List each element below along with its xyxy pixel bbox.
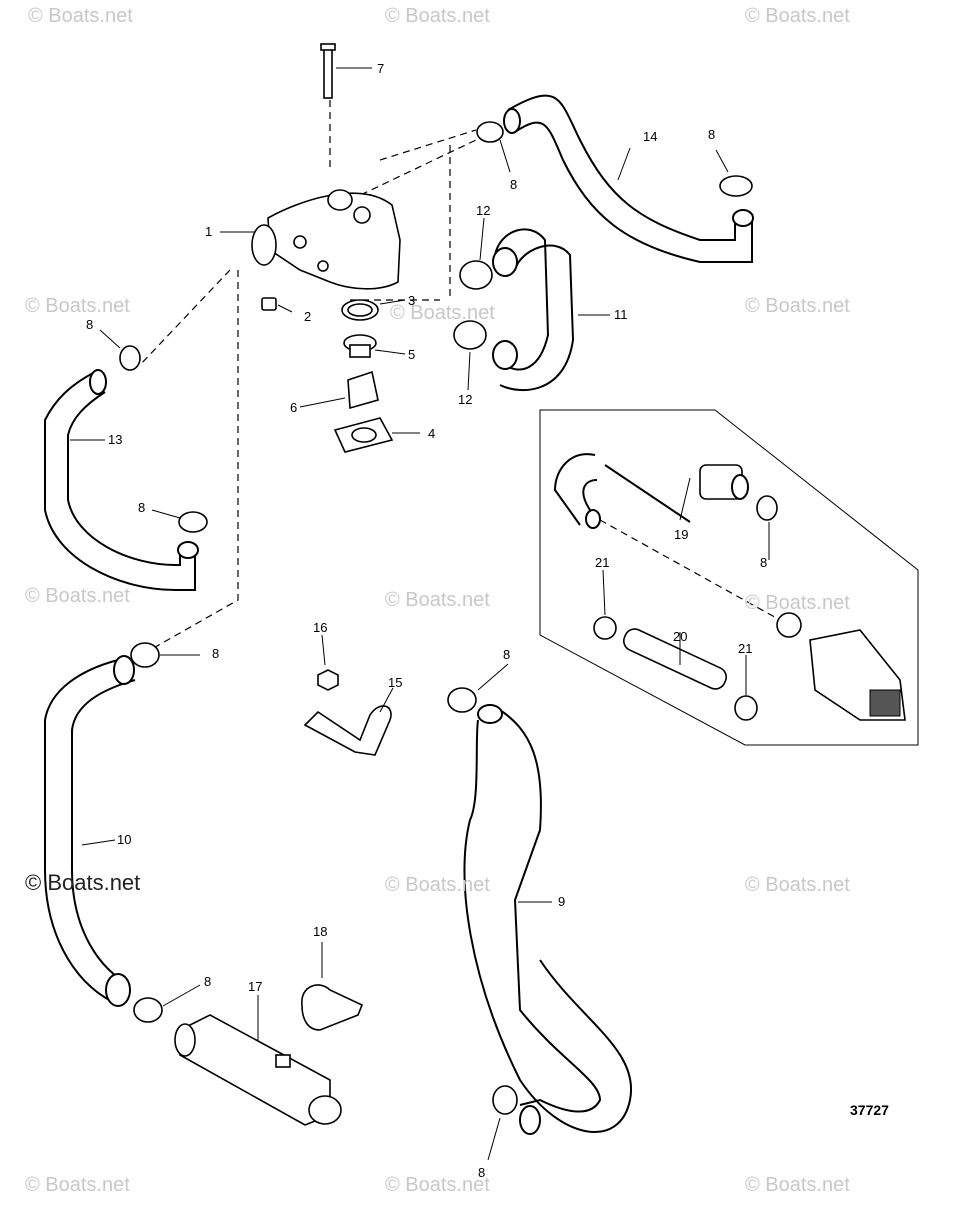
watermark: © Boats.net: [745, 592, 850, 614]
watermark: © Boats.net: [25, 1174, 130, 1196]
gasket-4: [333, 417, 420, 453]
callout-16: 16: [313, 620, 328, 635]
clamps: [119, 121, 802, 1115]
heat-exchanger-17: [174, 995, 342, 1126]
callout-11: 11: [614, 307, 628, 322]
watermark: © Boats.net: [25, 585, 130, 607]
callout-15: 15: [388, 675, 403, 690]
watermark: © Boats.net: [385, 589, 490, 611]
watermark: © Boats.net: [745, 5, 850, 27]
plug-2: [261, 297, 293, 313]
bracket-18: [301, 942, 364, 1031]
hose-9: [463, 704, 633, 1135]
callout-17: 17: [248, 979, 263, 994]
callout-8: 8: [138, 500, 146, 515]
hose-14: [503, 94, 754, 263]
callout-2: 2: [304, 309, 312, 324]
watermark: © Boats.net: [745, 295, 850, 317]
watermark: © Boats.net: [28, 5, 133, 27]
callout-9: 9: [558, 894, 566, 909]
reference-number: 37727: [850, 1102, 889, 1118]
callout-8: 8: [708, 127, 716, 142]
thermostat-housing-1: [220, 189, 401, 290]
callout-14: 14: [643, 129, 658, 144]
inset-box: [539, 409, 919, 746]
callout-5: 5: [408, 347, 416, 362]
callout-12: 12: [476, 203, 491, 218]
callout-13: 13: [108, 432, 123, 447]
watermark: © Boats.net: [25, 295, 130, 317]
sleeve-6: [299, 370, 379, 410]
callout-3: 3: [408, 293, 416, 308]
watermark: © Boats.net: [385, 874, 490, 896]
bracket-15: [303, 687, 394, 756]
callout-8: 8: [503, 647, 511, 662]
watermark: © Boats.net: [745, 1174, 850, 1196]
watermark: © Boats.net: [385, 1174, 490, 1196]
callout-7: 7: [377, 61, 385, 76]
watermark: © Boats.net: [745, 874, 850, 896]
thermostat-5: [343, 334, 406, 358]
callout-1: 1: [205, 224, 213, 239]
callout-8: 8: [478, 1165, 486, 1180]
callout-21: 21: [738, 641, 753, 656]
hose-13: [44, 369, 199, 591]
watermark: © Boats.net: [390, 302, 495, 324]
callout-8: 8: [86, 317, 94, 332]
callout-19: 19: [674, 527, 689, 542]
callout-18: 18: [313, 924, 328, 939]
assembly-lines: [139, 100, 781, 651]
o-ring-3: [341, 299, 406, 321]
bolt-7: [320, 43, 372, 99]
callout-8: 8: [510, 177, 518, 192]
callout-12: 12: [458, 392, 473, 407]
watermark-dark: © Boats.net: [25, 870, 141, 895]
callout-8: 8: [204, 974, 212, 989]
callout-10: 10: [117, 832, 132, 847]
leaders: [99, 139, 770, 1161]
callout-8: 8: [212, 646, 220, 661]
callout-20: 20: [673, 629, 688, 644]
callout-4: 4: [428, 426, 436, 441]
watermark: © Boats.net: [385, 5, 490, 27]
hose-11: [492, 228, 610, 391]
callout-21: 21: [595, 555, 610, 570]
hose-10: [44, 655, 136, 1007]
nut-16: [317, 634, 339, 691]
callout-6: 6: [290, 400, 298, 415]
callout-8: 8: [760, 555, 768, 570]
